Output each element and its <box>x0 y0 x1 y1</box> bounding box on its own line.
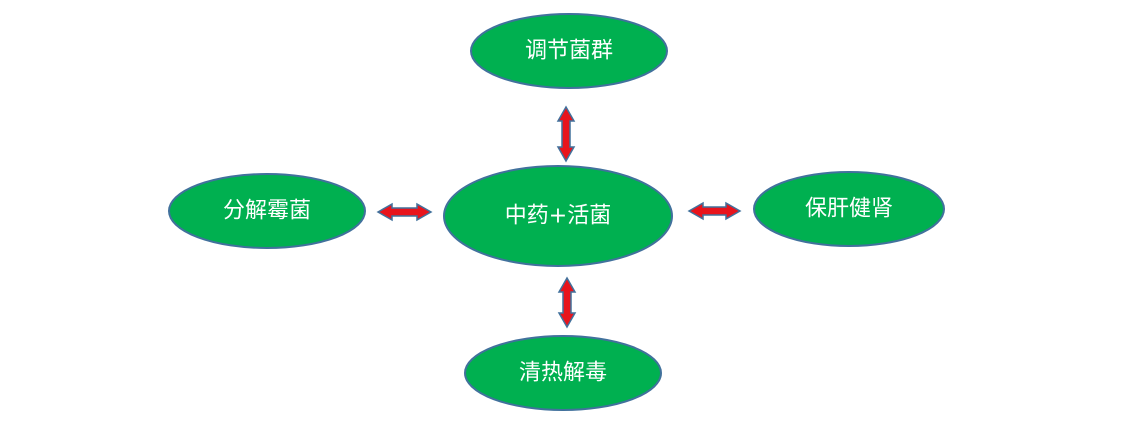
node-right: 保肝健肾 <box>753 171 945 247</box>
node-top: 调节菌群 <box>470 13 668 89</box>
node-top-label: 调节菌群 <box>525 39 613 64</box>
node-left: 分解霉菌 <box>168 173 366 249</box>
arrow-center-bottom <box>557 276 577 329</box>
node-left-ellipse <box>168 173 366 249</box>
node-center-label: 中药+活菌 <box>505 204 611 229</box>
node-center: 中药+活菌 <box>443 165 673 267</box>
node-right-label: 保肝健肾 <box>805 197 893 222</box>
node-right-ellipse <box>753 171 945 247</box>
arrow-left-center <box>376 202 433 222</box>
node-bottom-label: 清热解毒 <box>519 361 607 386</box>
node-left-label: 分解霉菌 <box>223 199 311 224</box>
arrow-center-top <box>556 105 576 163</box>
node-bottom: 清热解毒 <box>464 335 662 411</box>
node-bottom-ellipse <box>464 335 662 411</box>
arrow-center-right <box>687 201 742 221</box>
node-center-ellipse <box>443 165 673 267</box>
node-top-ellipse <box>470 13 668 89</box>
